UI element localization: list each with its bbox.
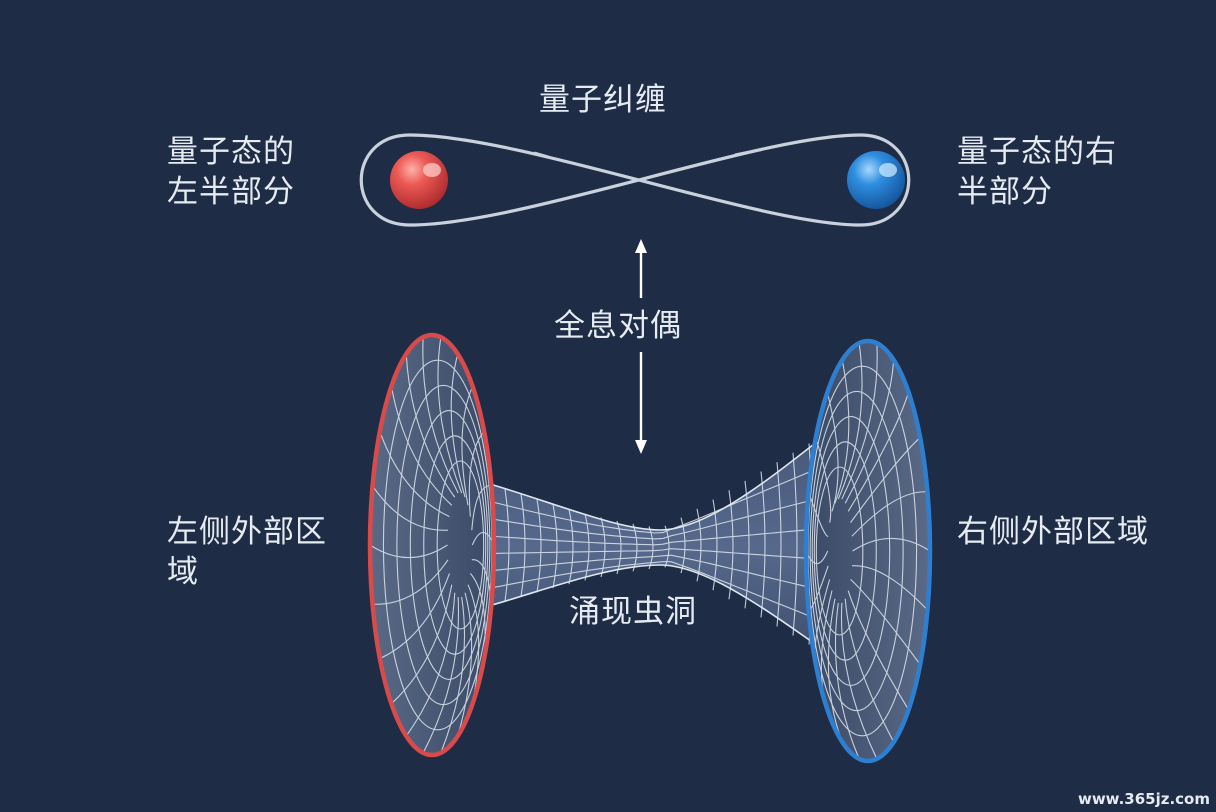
disc-mesh-ring bbox=[811, 416, 891, 686]
left-exterior-region-label: 左侧外部区 域 bbox=[167, 514, 327, 590]
loop-arrow-mark-right bbox=[734, 150, 751, 157]
disc-mesh-spoke bbox=[807, 491, 829, 537]
disc-mesh-spoke bbox=[840, 602, 878, 760]
left-exterior-disc bbox=[367, 332, 497, 758]
disc-mesh-ring bbox=[809, 390, 904, 712]
holographic-duality-label: 全息对偶 bbox=[554, 308, 682, 344]
entanglement-title: 量子纠缠 bbox=[539, 82, 667, 118]
disc-mesh-ring bbox=[436, 460, 485, 630]
right-disc-rim bbox=[803, 338, 933, 764]
disc-mesh-ring bbox=[815, 466, 864, 636]
throat-mesh-line bbox=[494, 554, 832, 593]
throat-mesh-ring bbox=[792, 452, 798, 636]
throat-mesh-ring bbox=[536, 499, 542, 593]
throat-mesh-ring bbox=[504, 488, 510, 602]
red-sphere-highlight bbox=[423, 163, 441, 177]
right-half-label: 量子态的右 半部分 bbox=[957, 134, 1117, 210]
disc-mesh-spoke bbox=[852, 537, 930, 552]
disc-mesh-spoke bbox=[440, 596, 466, 754]
throat-mesh-ring bbox=[760, 471, 766, 618]
disc-mesh-spoke bbox=[450, 353, 466, 498]
throat-mesh-line bbox=[494, 494, 832, 540]
blue-sphere-highlight bbox=[879, 163, 897, 177]
disc-mesh-spoke bbox=[834, 359, 850, 504]
disc-mesh-spoke bbox=[379, 431, 450, 518]
disc-mesh-spoke bbox=[850, 578, 921, 665]
throat-mesh-ring bbox=[552, 504, 558, 589]
disc-mesh-spoke bbox=[457, 592, 473, 737]
throat-mesh-ring bbox=[776, 462, 782, 627]
disc-mesh-spoke bbox=[827, 598, 843, 743]
disc-mesh-spoke bbox=[837, 343, 863, 500]
throat-mesh-ring bbox=[696, 508, 702, 582]
disc-mesh-spoke bbox=[390, 386, 453, 506]
disc-mesh-spoke bbox=[370, 544, 448, 559]
disc-mesh-spoke bbox=[844, 359, 895, 504]
disc-mesh-spoke bbox=[405, 592, 456, 737]
disc-mesh-spoke bbox=[850, 437, 921, 523]
disc-mesh-spoke bbox=[461, 386, 474, 506]
left-half-label: 量子态的 左半部分 bbox=[167, 134, 295, 210]
disc-mesh-spoke bbox=[851, 565, 928, 611]
throat-mesh-ring bbox=[520, 494, 526, 597]
throat-mesh-line bbox=[494, 548, 832, 561]
disc-mesh-spoke bbox=[405, 353, 456, 498]
throat-mesh-ring bbox=[616, 520, 622, 575]
disc-mesh-spoke bbox=[851, 491, 928, 537]
throat-mesh-ring bbox=[568, 509, 574, 585]
disc-mesh-spoke bbox=[844, 598, 895, 743]
throat-mesh-line bbox=[494, 527, 832, 546]
disc-mesh-spoke bbox=[379, 573, 450, 660]
throat-mesh-ring bbox=[728, 490, 734, 600]
disc-mesh-spoke bbox=[468, 431, 485, 517]
emergent-wormhole-label: 涌现虫洞 bbox=[569, 594, 697, 630]
disc-mesh-spoke bbox=[847, 590, 910, 710]
disc-mesh-spoke bbox=[391, 584, 453, 705]
double-headed-arrow-icon bbox=[635, 239, 647, 454]
disc-mesh-spoke bbox=[372, 559, 449, 605]
throat-mesh-ring bbox=[600, 517, 606, 578]
loop-arrow-mark-left bbox=[533, 151, 549, 159]
blue-sphere-icon bbox=[847, 151, 905, 209]
disc-mesh-spoke bbox=[437, 337, 463, 494]
disc-mesh-spoke bbox=[372, 485, 449, 531]
red-sphere-icon bbox=[390, 151, 448, 209]
disc-mesh-spoke bbox=[815, 437, 832, 523]
throat-mesh-line bbox=[494, 462, 832, 534]
disc-mesh-spoke bbox=[841, 343, 878, 500]
disc-mesh-spoke bbox=[847, 392, 910, 512]
disc-mesh-spoke bbox=[422, 337, 459, 494]
throat-mesh-ring bbox=[648, 526, 654, 570]
throat-mesh-ring bbox=[584, 513, 590, 581]
left-disc-rim bbox=[367, 332, 497, 758]
disc-mesh-spoke bbox=[834, 602, 860, 760]
disc-mesh-ring bbox=[423, 435, 487, 655]
throat-mesh-ring bbox=[680, 517, 686, 574]
disc-mesh-spoke bbox=[826, 392, 839, 512]
watermark: www.365jz.com bbox=[1077, 790, 1210, 808]
throat-mesh-line bbox=[494, 561, 832, 626]
entanglement-loop bbox=[359, 133, 911, 227]
disc-mesh-spoke bbox=[422, 596, 460, 754]
throat-mesh-ring bbox=[664, 525, 670, 568]
right-exterior-disc bbox=[803, 338, 933, 764]
throat-mesh-ring bbox=[744, 480, 750, 609]
wormhole-throat bbox=[489, 428, 846, 667]
disc-mesh-ring bbox=[409, 410, 489, 680]
throat-mesh-ring bbox=[712, 499, 718, 591]
loop-path bbox=[359, 133, 911, 227]
disc-mesh-spoke bbox=[471, 485, 492, 531]
throat-mesh-ring bbox=[632, 523, 638, 572]
right-exterior-region-label: 右侧外部区域 bbox=[957, 514, 1149, 550]
